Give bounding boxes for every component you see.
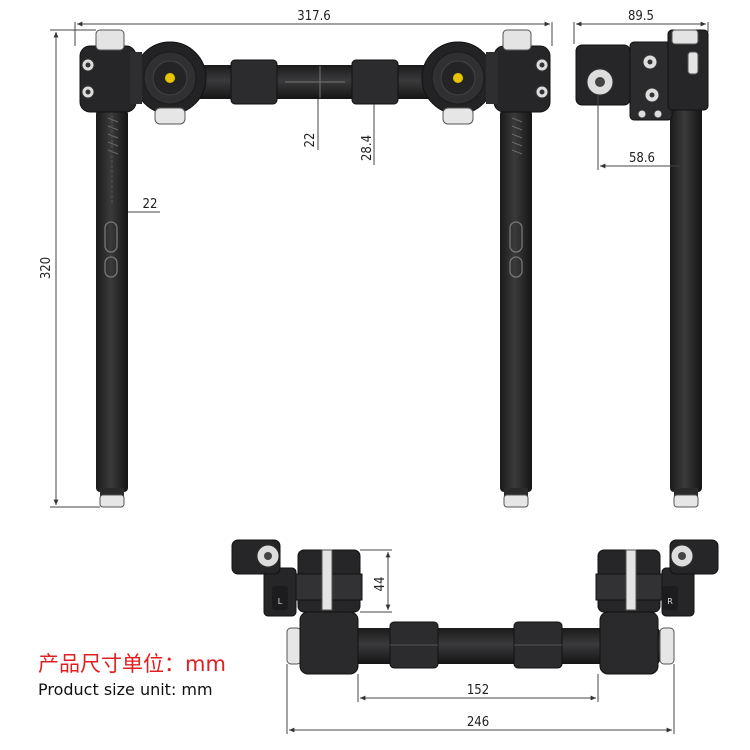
right-rod-end-cap <box>503 494 529 508</box>
dim-inner-width: 152 <box>357 674 599 702</box>
dim-clamp-height: 44 <box>360 549 392 613</box>
dim-side-depth: 89.5 <box>573 9 709 44</box>
left-rod-end-cap <box>99 494 125 508</box>
top-right-block <box>599 611 659 675</box>
dim-height: 320 <box>39 29 100 508</box>
top-view: L R 44 152 246 <box>231 539 719 734</box>
dim-inner-width-label: 152 <box>467 683 489 698</box>
dim-height-label: 320 <box>39 257 54 279</box>
unit-note-english: Product size unit: mm <box>38 680 213 699</box>
dim-side-offset: 58.6 <box>597 95 684 170</box>
unit-note-chinese: 产品尺寸单位：mm <box>38 652 226 676</box>
left-vertical-rod <box>96 110 128 492</box>
crossbar-sleeve-left <box>230 59 278 105</box>
right-vertical-rod <box>500 110 532 492</box>
dim-rod-diameter-label: 22 <box>143 197 158 212</box>
dim-clamp-height-label: 44 <box>373 577 388 592</box>
dim-bottom-width-label: 246 <box>467 715 489 730</box>
left-clamp-head <box>79 29 207 125</box>
top-left-block <box>299 611 359 675</box>
dim-overall-width-label: 317.6 <box>297 9 330 24</box>
left-clamp-center-dot <box>165 73 175 83</box>
dim-side-offset-label: 58.6 <box>629 151 655 166</box>
dim-crossbar-diameter: 22 <box>303 99 319 150</box>
side-view: 89.5 58.6 <box>573 9 709 508</box>
left-mark: L <box>278 597 283 606</box>
right-clamp-center-dot <box>453 73 463 83</box>
front-view: 317.6 320 22 22 28.4 <box>39 9 553 508</box>
dim-overall-width: 317.6 <box>74 9 553 46</box>
dim-crossbar-diameter-label: 22 <box>303 133 318 148</box>
dim-rod-diameter: 22 <box>128 197 160 213</box>
right-mark: R <box>667 597 673 606</box>
dim-sleeve-diameter-label: 28.4 <box>360 135 375 161</box>
dim-side-depth-label: 89.5 <box>628 9 654 24</box>
dim-sleeve-diameter: 28.4 <box>360 104 375 165</box>
side-rod-end-cap <box>673 494 699 508</box>
crossbar-sleeve-right <box>351 59 399 105</box>
dim-bottom-width: 246 <box>286 664 675 734</box>
right-clamp-head <box>421 29 551 125</box>
side-vertical-rod <box>670 100 702 492</box>
